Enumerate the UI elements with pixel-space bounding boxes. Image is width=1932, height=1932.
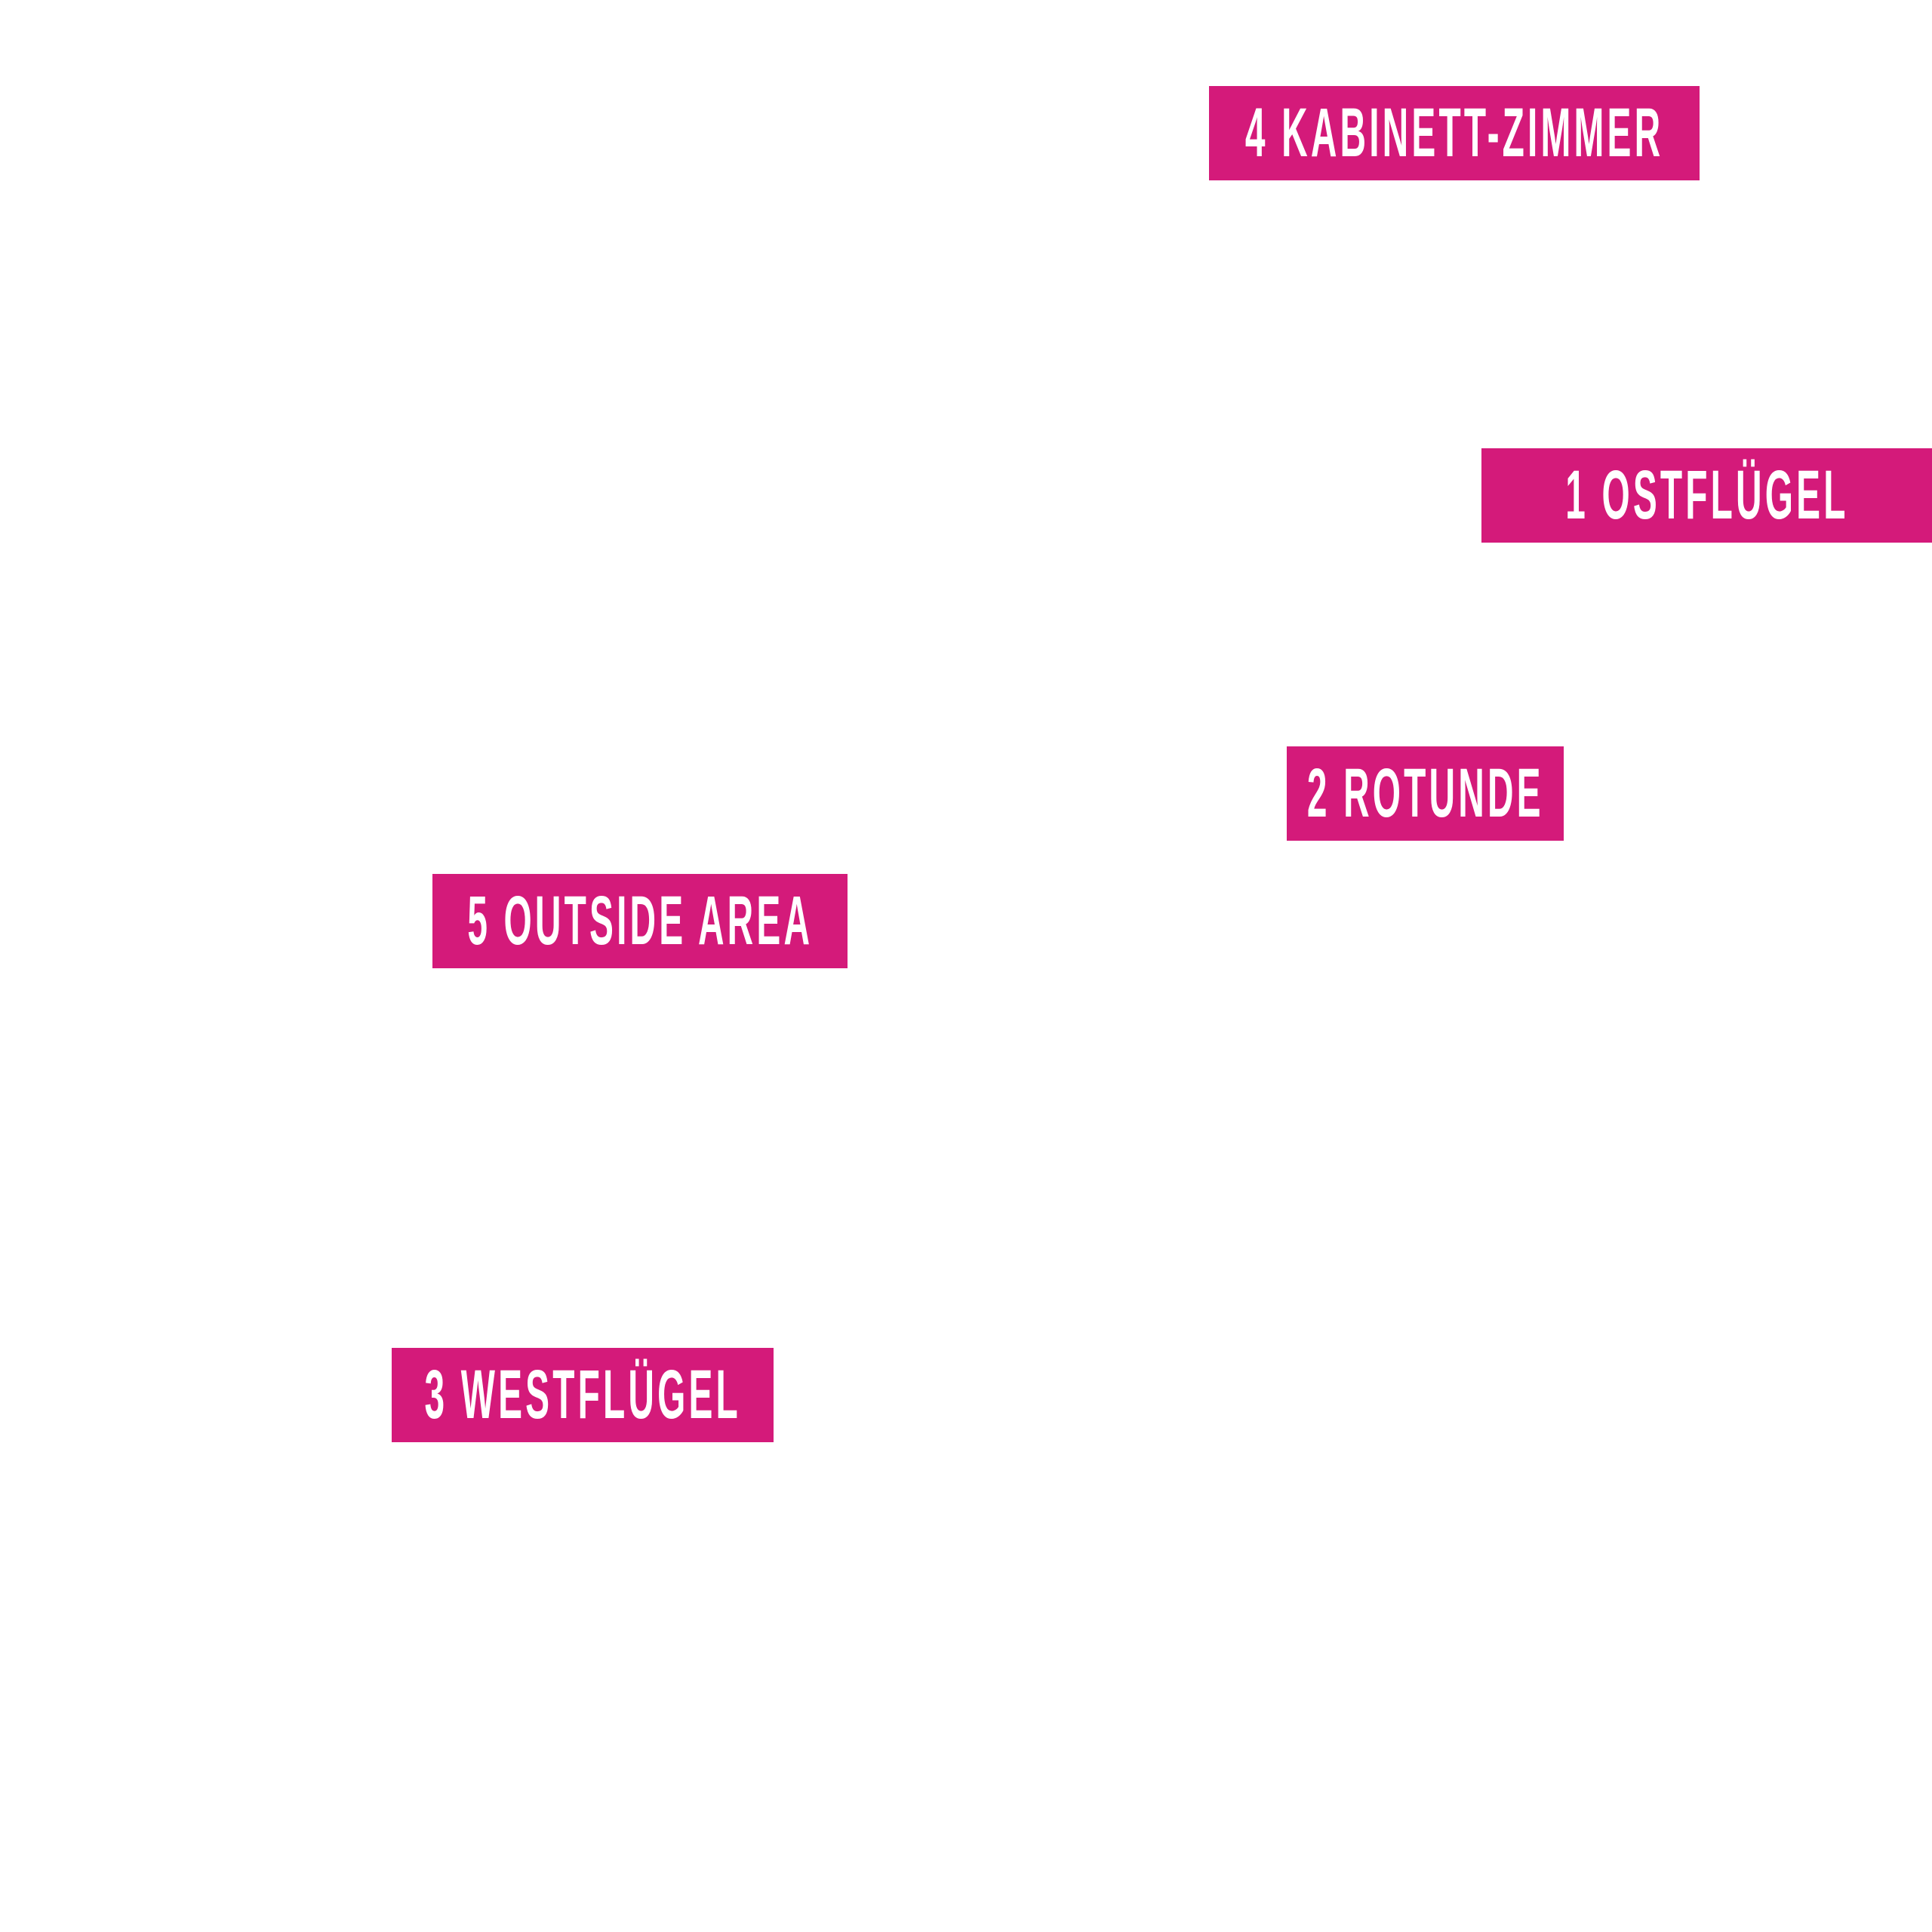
area-label-westfluegel[interactable]: 3 Westflügel — [392, 1348, 774, 1442]
area-label-text: 3 Westflügel — [424, 1356, 741, 1433]
area-label-text: 1 Ostflügel — [1564, 457, 1849, 534]
area-label-text: 4 Kabinett-Zimmer — [1244, 94, 1664, 171]
area-label-text: 2 Rotunde — [1306, 755, 1544, 832]
area-label-outside-area[interactable]: 5 Outside Area — [432, 874, 848, 968]
area-label-text: 5 Outside Area — [467, 882, 813, 959]
area-label-kabinett-zimmer[interactable]: 4 Kabinett-Zimmer — [1209, 86, 1700, 180]
area-label-rotunde[interactable]: 2 Rotunde — [1287, 746, 1564, 841]
area-label-ostfluegel[interactable]: 1 Ostflügel — [1481, 448, 1932, 543]
